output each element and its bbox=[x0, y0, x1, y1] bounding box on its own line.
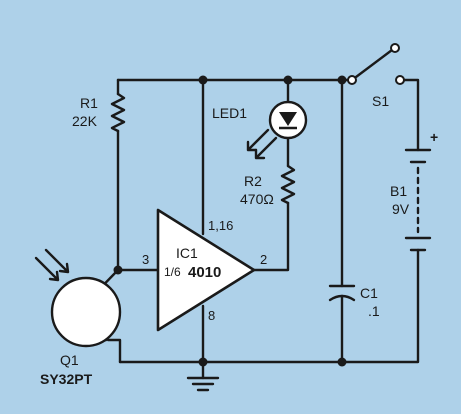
ic1-pin2-label: 2 bbox=[260, 252, 267, 267]
c1-value-label: .1 bbox=[368, 303, 380, 319]
q1-transistor-body bbox=[50, 276, 122, 348]
s1-pivot-contact bbox=[347, 75, 357, 85]
light-arrow-1 bbox=[34, 256, 60, 282]
r1-resistor bbox=[110, 92, 126, 133]
r1-ref-label: R1 bbox=[80, 95, 98, 111]
r2-value-label: 470Ω bbox=[240, 191, 274, 207]
r1-value-label: 22K bbox=[72, 113, 98, 129]
led-emission-arrow-2 bbox=[254, 136, 278, 160]
q1-part-label: SY32PT bbox=[40, 371, 93, 387]
led1-symbol bbox=[268, 100, 308, 140]
s1-upper-contact bbox=[390, 43, 400, 53]
battery-positive-wire bbox=[398, 78, 420, 152]
ic1-part-label: 4010 bbox=[188, 264, 221, 281]
ic1-supply-pin-label: 1,16 bbox=[208, 218, 233, 233]
s1-lower-contact bbox=[395, 75, 405, 85]
light-arrow-2 bbox=[44, 248, 70, 274]
junction-dot bbox=[113, 265, 123, 275]
junction-dots bbox=[113, 75, 347, 367]
battery-cell-bottom bbox=[404, 236, 432, 252]
junction-dot bbox=[337, 357, 347, 367]
r2-to-pin2-wire bbox=[252, 201, 290, 272]
junction-dot bbox=[198, 75, 208, 85]
junction-dot bbox=[283, 75, 293, 85]
ic1-fraction-label: 1/6 bbox=[164, 265, 181, 279]
ic1-ground-pin-label: 8 bbox=[208, 308, 215, 323]
ic1-pin3-label: 3 bbox=[142, 252, 149, 267]
ic1-buffer-triangle bbox=[156, 208, 256, 332]
ic1-ref-label: IC1 bbox=[176, 245, 198, 261]
junction-dot bbox=[337, 75, 347, 85]
switch-blade bbox=[350, 48, 394, 82]
b1-polarity-label: + bbox=[430, 129, 438, 145]
c1-ref-label: C1 bbox=[360, 285, 378, 301]
r2-resistor bbox=[280, 164, 296, 205]
b1-ref-label: B1 bbox=[390, 183, 407, 199]
b1-value-label: 9V bbox=[392, 201, 410, 217]
s1-ref-label: S1 bbox=[372, 93, 389, 109]
led1-diode-triangle bbox=[279, 112, 297, 126]
r2-ref-label: R2 bbox=[244, 173, 262, 189]
battery-cell-top bbox=[404, 148, 432, 164]
led1-ref-label: LED1 bbox=[212, 105, 247, 121]
ground-symbol bbox=[186, 376, 220, 392]
q1-ref-label: Q1 bbox=[60, 352, 79, 368]
junction-dot bbox=[198, 357, 208, 367]
bottom-rail-wire bbox=[118, 248, 420, 364]
led-emission-arrow-1 bbox=[246, 128, 270, 152]
